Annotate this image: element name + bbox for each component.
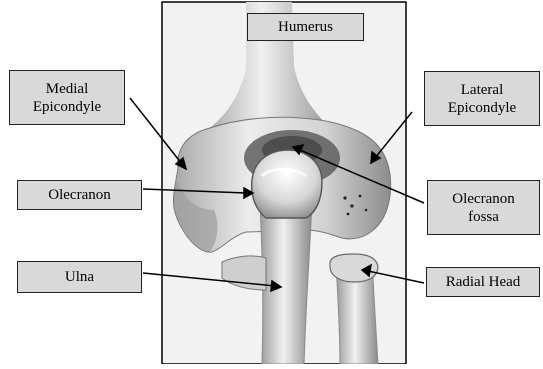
- label-humerus-text: Humerus: [278, 18, 333, 36]
- label-olecranon-fossa-line1: Olecranon: [452, 190, 514, 208]
- label-olecranon-text: Olecranon: [48, 186, 110, 204]
- label-ulna-text: Ulna: [65, 268, 94, 286]
- label-medial-epicondyle-line1: Medial: [46, 80, 89, 98]
- label-medial-epicondyle: Medial Epicondyle: [9, 70, 125, 125]
- label-olecranon-fossa: Olecranon fossa: [427, 180, 540, 235]
- label-lateral-epicondyle: Lateral Epicondyle: [424, 71, 540, 126]
- label-lateral-epicondyle-line2: Epicondyle: [448, 99, 516, 117]
- label-ulna: Ulna: [17, 261, 142, 293]
- label-radial-head-text: Radial Head: [446, 273, 521, 291]
- label-olecranon-fossa-line2: fossa: [468, 208, 499, 226]
- ulna-shaft: [260, 200, 312, 364]
- olecranon-bone: [252, 150, 322, 218]
- label-olecranon: Olecranon: [17, 180, 142, 210]
- label-humerus: Humerus: [247, 13, 364, 41]
- label-radial-head: Radial Head: [426, 267, 540, 297]
- label-medial-epicondyle-line2: Epicondyle: [33, 98, 101, 116]
- label-lateral-epicondyle-line1: Lateral: [461, 81, 503, 99]
